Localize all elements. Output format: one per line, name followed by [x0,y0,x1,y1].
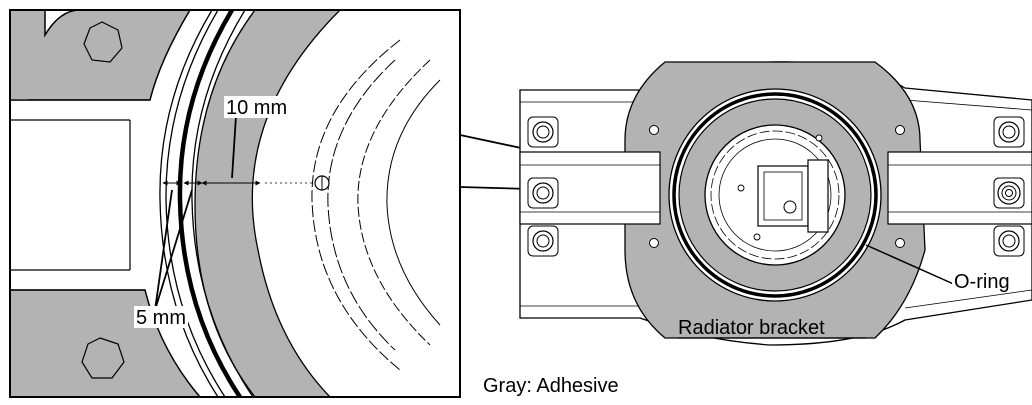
mount-bolt-left-top [527,116,559,148]
mount-bolt-left-mid [527,177,559,209]
o-ring-leader [865,244,959,287]
o-ring [672,92,878,298]
o-ring-label: O-ring [954,271,1010,293]
bolt-head-top [83,21,123,63]
radiator-bracket-view [519,61,1032,346]
dim-5mm-label: 5 mm [136,307,186,329]
adhesive-ring-band [194,10,341,397]
o-ring-detail [177,10,242,397]
center-mount [757,165,809,227]
mount-bolt-left-bottom [527,225,559,257]
center-screw [783,200,797,214]
mount-bolt-right-mid [993,177,1025,209]
mount-bolt-right-top [993,116,1025,148]
legend-gray-adhesive: Gray: Adhesive [483,375,619,397]
mount-bolt-right-bottom [993,225,1025,257]
dim-10mm-label: 10 mm [226,97,287,119]
zoom-frame [9,9,461,398]
bracket-caption: Radiator bracket [678,317,825,339]
bolt-head-bottom [81,337,125,379]
adhesive-area-top-strip [10,10,38,100]
zoom-detail-view [10,10,441,397]
